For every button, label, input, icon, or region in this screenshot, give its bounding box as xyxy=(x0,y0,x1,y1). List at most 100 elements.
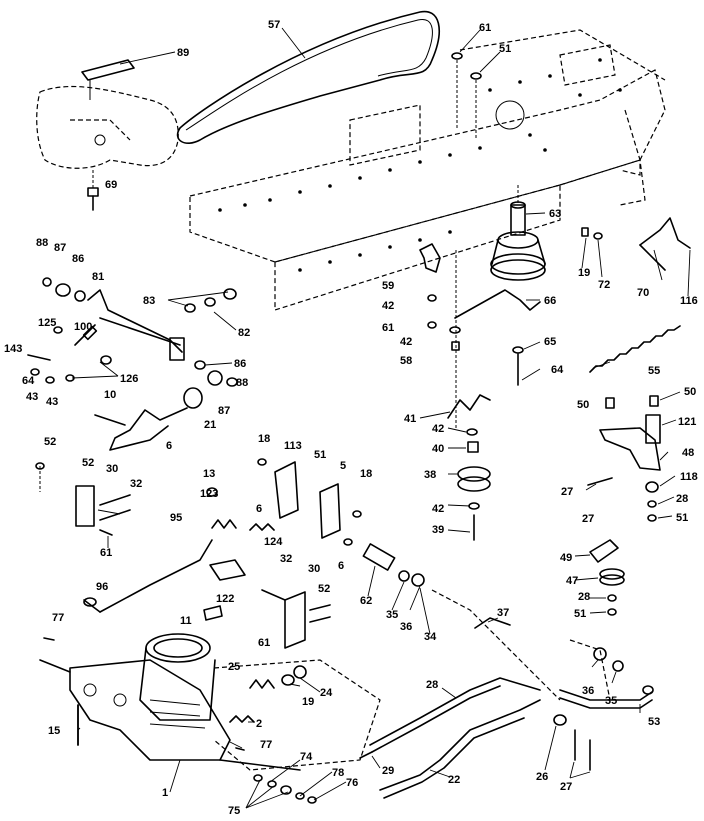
part-label: 35 xyxy=(605,695,617,707)
part-label: 55 xyxy=(648,365,660,377)
part-label: 86 xyxy=(234,358,246,370)
part-label: 6 xyxy=(338,560,344,572)
drive-belt-icon xyxy=(176,10,440,144)
part-label: 96 xyxy=(96,581,108,593)
part-label: 75 xyxy=(228,805,240,817)
part-label: 77 xyxy=(260,739,272,751)
spring-2-icon xyxy=(229,715,255,723)
part-label: 32 xyxy=(280,553,292,565)
bracket-48-icon xyxy=(587,395,661,522)
washer-86-icon xyxy=(194,360,238,387)
part-label: 41 xyxy=(404,413,416,425)
part-label: 59 xyxy=(382,280,394,292)
part-label: 35 xyxy=(386,609,398,621)
part-label: 74 xyxy=(300,751,313,763)
part-label: 116 xyxy=(680,295,698,307)
part-label: 57 xyxy=(268,19,280,31)
part-label: 83 xyxy=(143,295,155,307)
part-label: 51 xyxy=(314,449,326,461)
part-label: 64 xyxy=(22,375,35,387)
bolt-61-top-icon xyxy=(451,52,482,140)
part-label: 2 xyxy=(256,718,262,730)
bracket-49-icon xyxy=(589,539,625,616)
part-label: 28 xyxy=(578,591,590,603)
bracket-center-30-icon xyxy=(261,589,331,649)
part-label: 25 xyxy=(228,661,240,673)
part-label: 78 xyxy=(332,767,344,779)
part-label: 51 xyxy=(499,43,511,55)
part-label: 64 xyxy=(551,364,564,376)
part-label: 28 xyxy=(676,493,688,505)
leader-lines xyxy=(71,27,691,809)
part-label: 62 xyxy=(360,595,372,607)
part-label: 61 xyxy=(258,637,270,649)
spring-25-icon xyxy=(213,659,381,771)
pin-19-icon xyxy=(581,227,603,240)
part-number-labels: 89 57 61 51 69 63 88 87 86 81 83 59 19 7… xyxy=(4,19,698,817)
part-label: 52 xyxy=(318,583,330,595)
part-label: 118 xyxy=(680,471,698,483)
part-label: 10 xyxy=(104,389,116,401)
part-label: 28 xyxy=(426,679,438,691)
part-label: 53 xyxy=(648,716,660,728)
washer-stack-icon xyxy=(427,250,461,430)
part-label: 52 xyxy=(44,436,56,448)
part-label: 42 xyxy=(382,300,394,312)
bracket-113-icon xyxy=(257,458,362,546)
part-label: 43 xyxy=(46,396,58,408)
part-label: 19 xyxy=(578,267,590,279)
bracket-41-icon xyxy=(447,394,491,419)
part-label: 50 xyxy=(684,386,696,398)
part-label: 49 xyxy=(560,552,572,564)
part-label: 36 xyxy=(582,685,594,697)
part-label: 24 xyxy=(320,687,333,699)
part-label: 1 xyxy=(162,787,168,799)
part-label: 61 xyxy=(382,322,394,334)
rear-body-outline xyxy=(36,59,179,169)
brake-linkage-icon xyxy=(42,277,237,361)
part-label: 30 xyxy=(308,563,320,575)
bolt-69-icon xyxy=(87,170,99,211)
part-label: 11 xyxy=(180,615,192,627)
part-label: 42 xyxy=(432,503,444,515)
part-label: 36 xyxy=(400,621,412,633)
idler-arm-66-icon xyxy=(454,289,541,319)
part-label: 38 xyxy=(424,469,436,481)
pulley-38-icon xyxy=(457,428,491,541)
part-label: 47 xyxy=(566,575,578,587)
part-label: 125 xyxy=(38,317,56,329)
part-label: 34 xyxy=(424,631,437,643)
part-label: 26 xyxy=(536,771,548,783)
rod-70-icon xyxy=(639,217,691,271)
part-label: 61 xyxy=(100,547,112,559)
knob-21-icon xyxy=(109,387,203,451)
part-label: 87 xyxy=(218,405,230,417)
part-label: 39 xyxy=(432,524,444,536)
part-label: 77 xyxy=(52,612,64,624)
part-label: 143 xyxy=(4,343,22,355)
part-label: 42 xyxy=(400,336,412,348)
part-label: 88 xyxy=(36,237,48,249)
rod-22-icon xyxy=(379,699,541,799)
part-label: 18 xyxy=(360,468,372,480)
part-label: 89 xyxy=(177,47,189,59)
part-label: 52 xyxy=(82,457,94,469)
part-label: 27 xyxy=(560,781,572,793)
part-label: 22 xyxy=(448,774,460,786)
part-label: 95 xyxy=(170,512,182,524)
part-label: 13 xyxy=(203,468,215,480)
part-label: 61 xyxy=(479,22,491,34)
part-label: 66 xyxy=(544,295,556,307)
part-label: 42 xyxy=(432,423,444,435)
part-label: 65 xyxy=(544,336,556,348)
part-label: 6 xyxy=(256,503,262,515)
part-label: 27 xyxy=(582,513,594,525)
rod-37-icon xyxy=(431,589,561,701)
part-label: 72 xyxy=(598,279,610,291)
part-label: 32 xyxy=(130,478,142,490)
rod-53-icon xyxy=(553,639,654,771)
bolt-64-icon xyxy=(512,346,524,386)
part-label: 100 xyxy=(74,321,92,333)
part-label: 48 xyxy=(682,447,694,459)
